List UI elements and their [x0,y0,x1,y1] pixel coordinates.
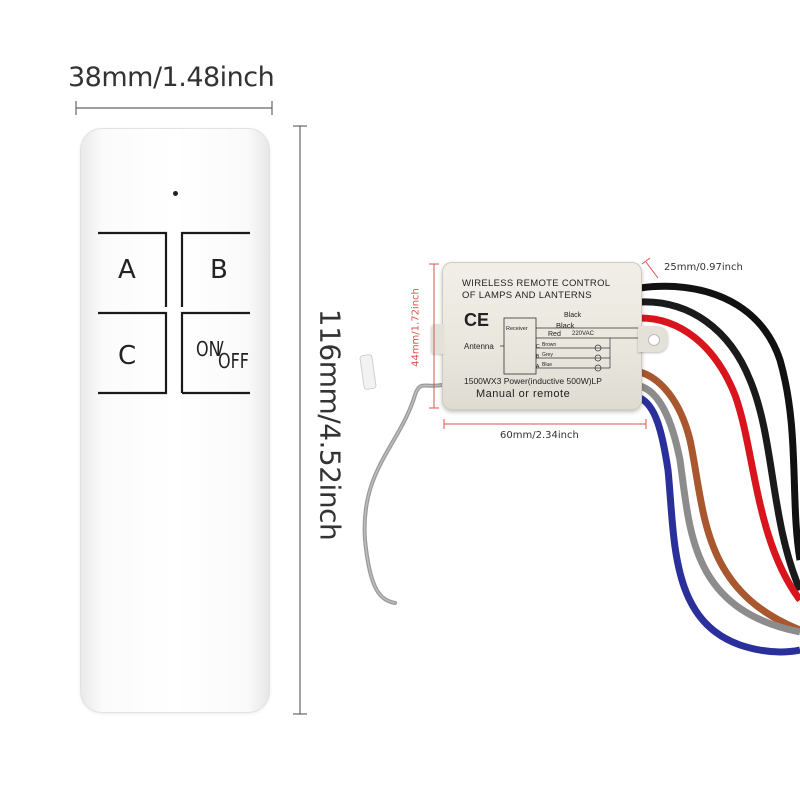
wire-label-black-2: Black [556,321,575,330]
remote-button-grid [98,231,250,395]
button-b[interactable]: B [182,233,250,307]
antenna-label: Antenna [464,342,494,351]
led-indicator [173,191,178,196]
remote-height-dimension-line [293,125,307,715]
wire-label-black-1: Black [564,312,582,319]
receiver-title-line2: OF LAMPS AND LANTERNS [462,290,592,301]
button-a-label: A [118,255,136,285]
remote-width-label: 38mm/1.48inch [68,62,275,93]
remote-width-dimension-line [75,101,273,115]
button-c-label: C [118,341,137,371]
receiver-title-line1: WIRELESS REMOTE CONTROL [462,278,611,289]
button-onoff[interactable]: ON / OFF [182,313,250,393]
remote-control [80,128,270,713]
onoff-slash: / [218,339,224,361]
mounting-tab [638,326,668,352]
channel-c-label: C [536,344,540,350]
receiver-width-label: 60mm/2.34inch [500,430,579,441]
wire-label-grey: Grey [542,352,553,358]
button-c[interactable]: C [98,313,166,393]
channel-b-label: B [536,354,540,360]
button-b-label: B [210,255,228,285]
wiring-schematic [500,317,638,375]
button-a[interactable]: A [98,233,166,307]
channel-a-label: A [536,364,540,370]
receiver-height-label: 44mm/1.72inch [410,288,422,367]
receiver-depth-label: 25mm/0.97inch [664,262,743,273]
wire-label-brown: Brown [542,342,557,348]
wire-label-red: Red [548,331,561,338]
power-rating: 1500WX3 Power(inductive 500W)LP [464,376,602,386]
receiver-module: WIRELESS REMOTE CONTROL OF LAMPS AND LAN… [432,262,668,410]
ce-mark: CE [464,310,490,330]
mode-text: Manual or remote [476,388,571,400]
button-onoff-bottom-label: OFF [218,349,249,373]
receiver-label: Receiver [506,326,528,332]
wire-label-blue: Blue [542,362,553,368]
voltage-label: 220VAC [572,331,594,337]
button-onoff-top-label: ON [196,337,221,361]
